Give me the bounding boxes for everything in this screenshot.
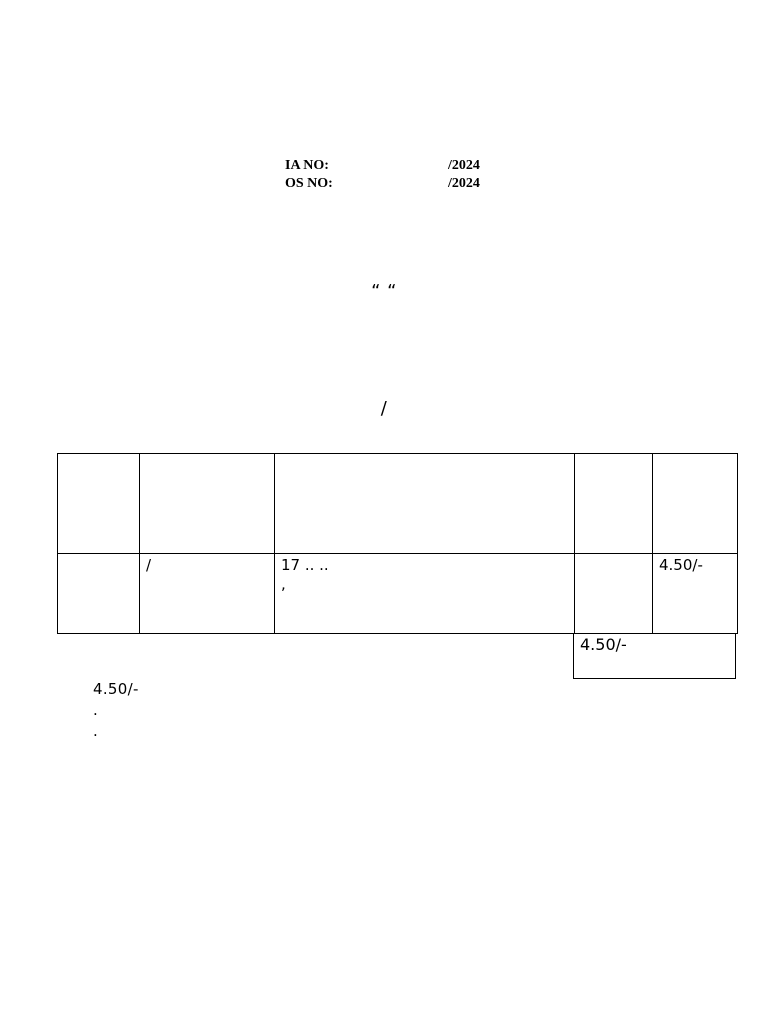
versus-quote: “ “ <box>371 281 397 302</box>
paragraph-line-1: 4.50/- <box>93 680 139 698</box>
paragraph-line-3: . <box>93 722 99 740</box>
table-cell: / <box>139 553 275 634</box>
table-row: / 17 .. .. , 4.50/- <box>57 553 738 634</box>
fee-heading: / <box>60 397 708 421</box>
fee-table: / 17 .. .. , 4.50/- <box>57 453 738 634</box>
total-value: 4.50/- <box>580 635 627 654</box>
paragraph-line-2: . <box>93 701 99 719</box>
ia-no-label: IA NO: <box>285 158 329 173</box>
column-header <box>139 453 275 554</box>
column-header <box>574 453 653 554</box>
table-cell: 4.50/- <box>652 553 738 634</box>
table-cell <box>57 553 140 634</box>
os-no-value: /2024 <box>448 176 480 191</box>
body-paragraph: 4.50/- . . <box>93 679 653 742</box>
column-header <box>57 453 140 554</box>
column-header <box>652 453 738 554</box>
column-header <box>274 453 575 554</box>
os-no-label: OS NO: <box>285 176 333 191</box>
table-header-row <box>57 453 738 554</box>
total-box: 4.50/- <box>573 633 736 679</box>
table-cell: 17 .. .. , <box>274 553 575 634</box>
ia-no-value: /2024 <box>448 158 480 173</box>
table-cell <box>574 553 653 634</box>
fee-heading-line-2: / <box>380 398 388 419</box>
